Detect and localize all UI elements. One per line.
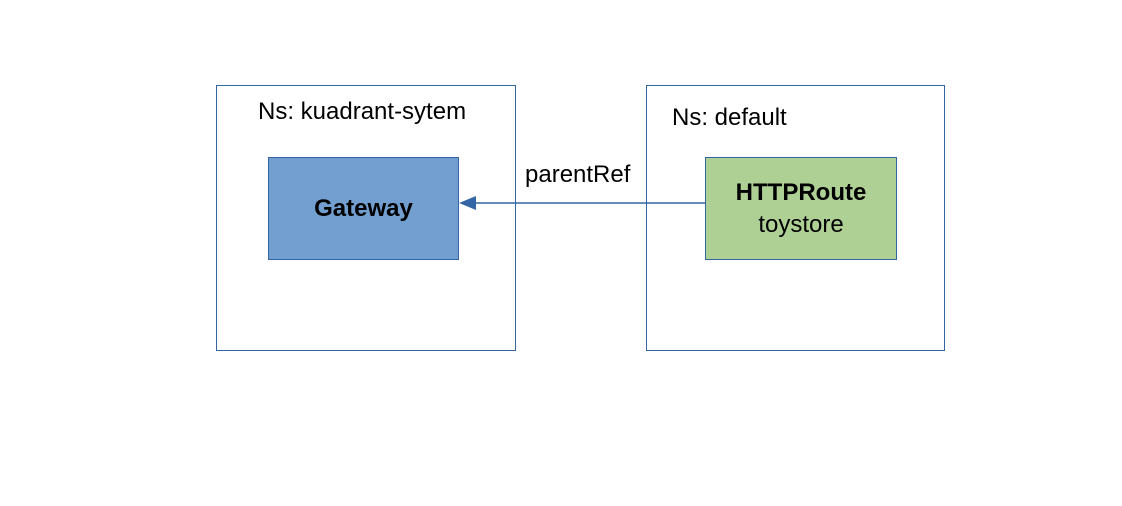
httproute-name-label: toystore — [758, 210, 844, 238]
namespace-label: Ns: kuadrant-sytem — [258, 98, 467, 125]
httproute-node: HTTPRoute toystore — [705, 157, 897, 260]
parentref-label: parentRef — [525, 161, 631, 188]
httproute-kind-label: HTTPRoute — [735, 178, 867, 206]
namespace-label: Ns: default — [672, 104, 787, 131]
gateway-node: Gateway — [268, 157, 459, 260]
gateway-kind-label: Gateway — [314, 194, 413, 222]
namespace-kuadrant-system: Ns: kuadrant-sytem — [216, 85, 516, 351]
